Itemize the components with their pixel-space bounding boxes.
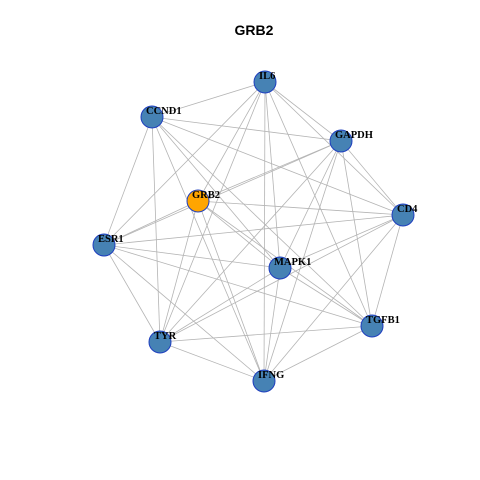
edge-esr1-ifng (103, 244, 265, 382)
graph-title: GRB2 (235, 22, 274, 38)
node-ifng[interactable] (252, 369, 276, 393)
edge-esr1-mapk1 (103, 244, 281, 269)
node-mapk1[interactable] (268, 256, 292, 280)
edge-esr1-tyr (103, 244, 161, 343)
edge-ccnd1-tgfb1 (151, 116, 373, 327)
node-label-esr1: ESR1 (98, 234, 124, 245)
edge-grb2-tyr (159, 200, 199, 343)
edge-gapdh-esr1 (103, 140, 342, 246)
node-grb2[interactable] (186, 189, 210, 213)
edge-grb2-cd4 (197, 200, 404, 216)
edge-tgfb1-tyr (159, 325, 373, 343)
node-label-il6: IL6 (259, 71, 275, 82)
node-label-ccnd1: CCND1 (146, 106, 182, 117)
edge-gapdh-grb2 (197, 140, 342, 202)
edge-ccnd1-gapdh (151, 116, 342, 142)
edge-gapdh-mapk1 (279, 140, 342, 269)
edge-cd4-tgfb1 (371, 214, 404, 327)
edge-gapdh-tgfb1 (340, 140, 373, 327)
node-cd4[interactable] (391, 203, 415, 227)
node-tyr[interactable] (148, 330, 172, 354)
node-layer (92, 70, 415, 393)
edge-gapdh-ifng (263, 140, 342, 382)
edge-grb2-esr1 (103, 200, 199, 246)
edge-grb2-ifng (197, 200, 265, 382)
edge-il6-gapdh (264, 81, 342, 142)
edge-il6-ifng (263, 81, 266, 382)
edge-il6-tyr (159, 81, 266, 343)
edge-tyr-ifng (159, 341, 265, 382)
edge-ccnd1-tyr (151, 116, 161, 343)
edge-cd4-esr1 (103, 214, 404, 246)
node-label-grb2: GRB2 (192, 190, 220, 201)
edge-gapdh-tyr (159, 140, 342, 343)
node-ccnd1[interactable] (140, 105, 164, 129)
edge-grb2-mapk1 (197, 200, 281, 269)
edge-layer (103, 81, 404, 382)
node-label-tgfb1: TGFB1 (366, 315, 400, 326)
edge-il6-ccnd1 (151, 81, 266, 118)
node-label-tyr: TYR (154, 331, 177, 342)
edge-ccnd1-mapk1 (151, 116, 281, 269)
node-gapdh[interactable] (329, 129, 353, 153)
edge-il6-grb2 (197, 81, 266, 202)
node-label-mapk1: MAPK1 (274, 257, 311, 268)
node-esr1[interactable] (92, 233, 116, 257)
node-label-ifng: IFNG (258, 370, 284, 381)
edge-il6-esr1 (103, 81, 266, 246)
node-il6[interactable] (253, 70, 277, 94)
edge-ccnd1-esr1 (103, 116, 153, 246)
edge-mapk1-tyr (159, 267, 281, 343)
edge-cd4-mapk1 (279, 214, 404, 269)
node-tgfb1[interactable] (360, 314, 384, 338)
node-label-gapdh: GAPDH (335, 130, 373, 141)
edge-mapk1-ifng (263, 267, 281, 382)
edge-tgfb1-ifng (263, 325, 373, 382)
edge-gapdh-cd4 (340, 140, 404, 216)
edge-ccnd1-ifng (151, 116, 265, 382)
edge-il6-mapk1 (264, 81, 281, 269)
edge-esr1-tgfb1 (103, 244, 373, 327)
edge-mapk1-tgfb1 (279, 267, 373, 327)
edge-ccnd1-cd4 (151, 116, 404, 216)
node-label-cd4: CD4 (397, 204, 418, 215)
edge-cd4-ifng (263, 214, 404, 382)
edge-il6-tgfb1 (264, 81, 373, 327)
